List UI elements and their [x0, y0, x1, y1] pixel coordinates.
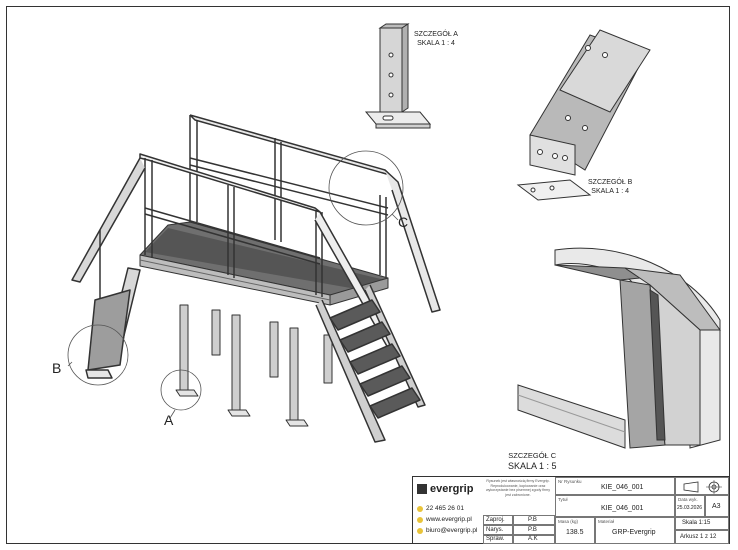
projection-symbol: [675, 477, 729, 495]
role-value-0: P.B: [513, 515, 555, 525]
detail-a-title-text: SZCZEGÓŁ A: [414, 31, 458, 38]
left-stair: [71, 157, 146, 379]
sheet-cell: Arkusz 1 z 12: [675, 530, 729, 544]
email-icon: [417, 527, 423, 534]
material-cell: Materiał GRP-Evergrip: [595, 517, 675, 544]
detail-a-scale-text: SKALA 1 : 4: [417, 40, 455, 47]
drawing-title-cell: Tytuł KIE_046_001: [555, 495, 675, 517]
title-block: evergrip Rysunek jest własnością firmy E…: [412, 476, 730, 544]
website-text: www.evergrip.pl: [426, 516, 472, 523]
drawing-name-label: Nr Rysunku: [558, 479, 582, 484]
mass-cell: Masa (kg) 138.5: [555, 517, 595, 544]
role-label-0: Zaproj.: [483, 515, 513, 525]
detail-circle-a: [160, 369, 202, 411]
web-icon: [417, 516, 423, 523]
mass-text: 138.5: [566, 529, 584, 536]
contact-phone: 22 465 26 01: [417, 505, 464, 512]
company-logo: evergrip: [417, 483, 473, 495]
callout-a: A: [164, 412, 174, 428]
role-label-2-text: Spraw.: [486, 536, 505, 542]
role-value-2: A.K: [513, 535, 555, 544]
role-value-0-text: P.B: [528, 517, 537, 523]
role-label-1: Narys.: [483, 525, 513, 535]
date-text: 25.03.2026: [677, 505, 703, 511]
detail-b-title: SZCZEGÓŁ B SKALA 1 : 4: [588, 178, 632, 196]
role-value-2-text: A.K: [528, 536, 538, 542]
callout-b: B: [52, 360, 62, 376]
role-label-1-text: Narys.: [486, 527, 504, 533]
role-label-2: Spraw.: [483, 535, 513, 544]
role-value-1: P.B: [513, 525, 555, 535]
detail-b-scale-text: SKALA 1 : 4: [591, 188, 630, 195]
phone-icon: [417, 505, 423, 512]
sheet-text: Arkusz 1 z 12: [680, 534, 717, 540]
legal-notice: Rysunek jest własnością firmy Evergrip. …: [485, 479, 551, 497]
role-value-1-text: P.B: [528, 527, 537, 533]
drawing-name-text: KIE_046_001: [601, 484, 644, 491]
detail-c-title-text: SZCZEGÓŁ C: [508, 451, 557, 460]
detail-circle-b: [67, 324, 129, 386]
format-text: A3: [712, 503, 721, 510]
contact-website: www.evergrip.pl: [417, 516, 472, 523]
stair-treads: [329, 299, 421, 419]
email-text: biuro@evergrip.pl: [426, 527, 478, 534]
scale-cell: Skala 1:15: [675, 517, 729, 530]
contact-email: biuro@evergrip.pl: [417, 527, 477, 534]
support-legs: [179, 304, 333, 421]
logo-mark-icon: [417, 484, 427, 494]
phone-text: 22 465 26 01: [426, 505, 464, 512]
detail-c-scale-text: SKALA 1 : 5: [508, 461, 557, 471]
detail-b-title-text: SZCZEGÓŁ B: [588, 179, 633, 186]
callout-c: C: [398, 214, 409, 230]
railing-front: [139, 153, 323, 297]
material-label: Materiał: [598, 519, 615, 524]
logo-text: evergrip: [430, 483, 474, 495]
detail-c-title: SZCZEGÓŁ C SKALA 1 : 5: [508, 450, 557, 472]
format-cell: A3: [705, 495, 729, 517]
drawing-title-text: KIE_046_001: [601, 505, 644, 512]
right-stair: [314, 211, 426, 443]
drawing-sheet-border: [6, 6, 730, 544]
drawing-name-cell: Nr Rysunku KIE_046_001: [555, 477, 675, 495]
detail-a-post: [364, 23, 432, 129]
role-label-0-text: Zaproj.: [486, 517, 505, 523]
mass-label: Masa (kg): [558, 519, 579, 524]
detail-b-bracket: [516, 29, 651, 201]
detail-c-corner: [517, 247, 721, 449]
date-label: Data wyk.: [678, 497, 698, 502]
drawing-title-label: Tytuł: [558, 497, 568, 502]
scale-text: Skala 1:15: [682, 520, 711, 526]
date-cell: Data wyk. 25.03.2026: [675, 495, 705, 517]
detail-a-title: SZCZEGÓŁ A SKALA 1 : 4: [414, 30, 458, 48]
projection-icon: [683, 480, 722, 494]
detail-circle-c: [328, 150, 404, 226]
platform-assembly: [71, 114, 441, 443]
material-text: GRP-Evergrip: [612, 529, 656, 536]
